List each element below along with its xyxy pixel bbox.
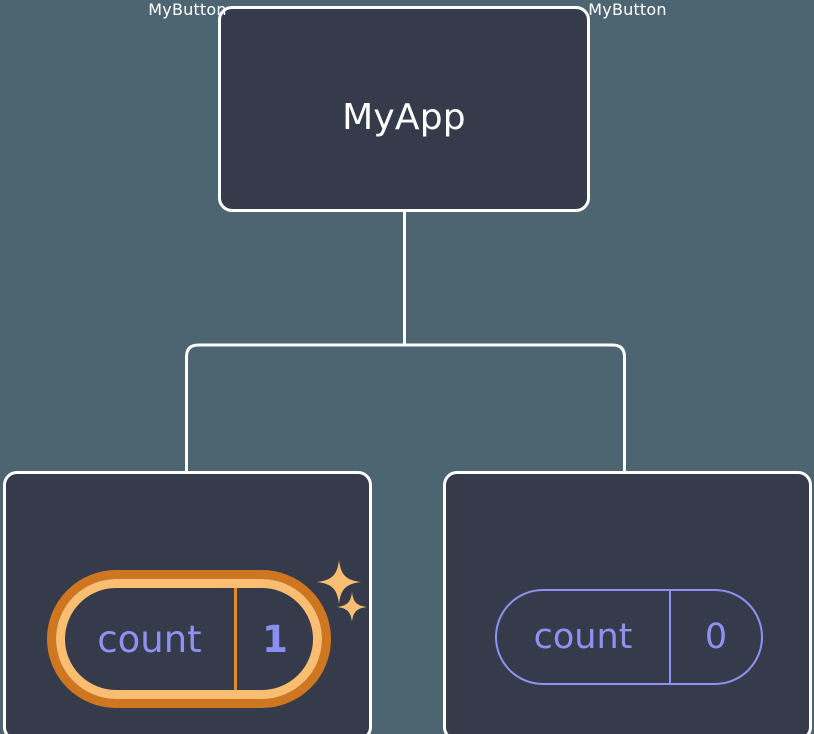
node-myapp-label: MyApp	[342, 97, 466, 138]
state-key-label: count	[497, 591, 671, 683]
state-pill-count-plain[interactable]: count 0	[495, 589, 763, 685]
node-myapp[interactable]: MyApp	[218, 6, 590, 212]
state-pill-count-highlighted[interactable]: count 1	[47, 570, 331, 708]
state-pill-inner-ring: count 1	[56, 579, 322, 699]
state-value-label: 0	[704, 617, 728, 657]
state-value-label: 1	[262, 617, 288, 661]
node-mybutton-right-label: MyButton	[588, 0, 667, 19]
state-key-label: count	[65, 588, 237, 690]
connector-branch-bus	[185, 343, 626, 471]
node-mybutton-left-label: MyButton	[148, 0, 227, 19]
